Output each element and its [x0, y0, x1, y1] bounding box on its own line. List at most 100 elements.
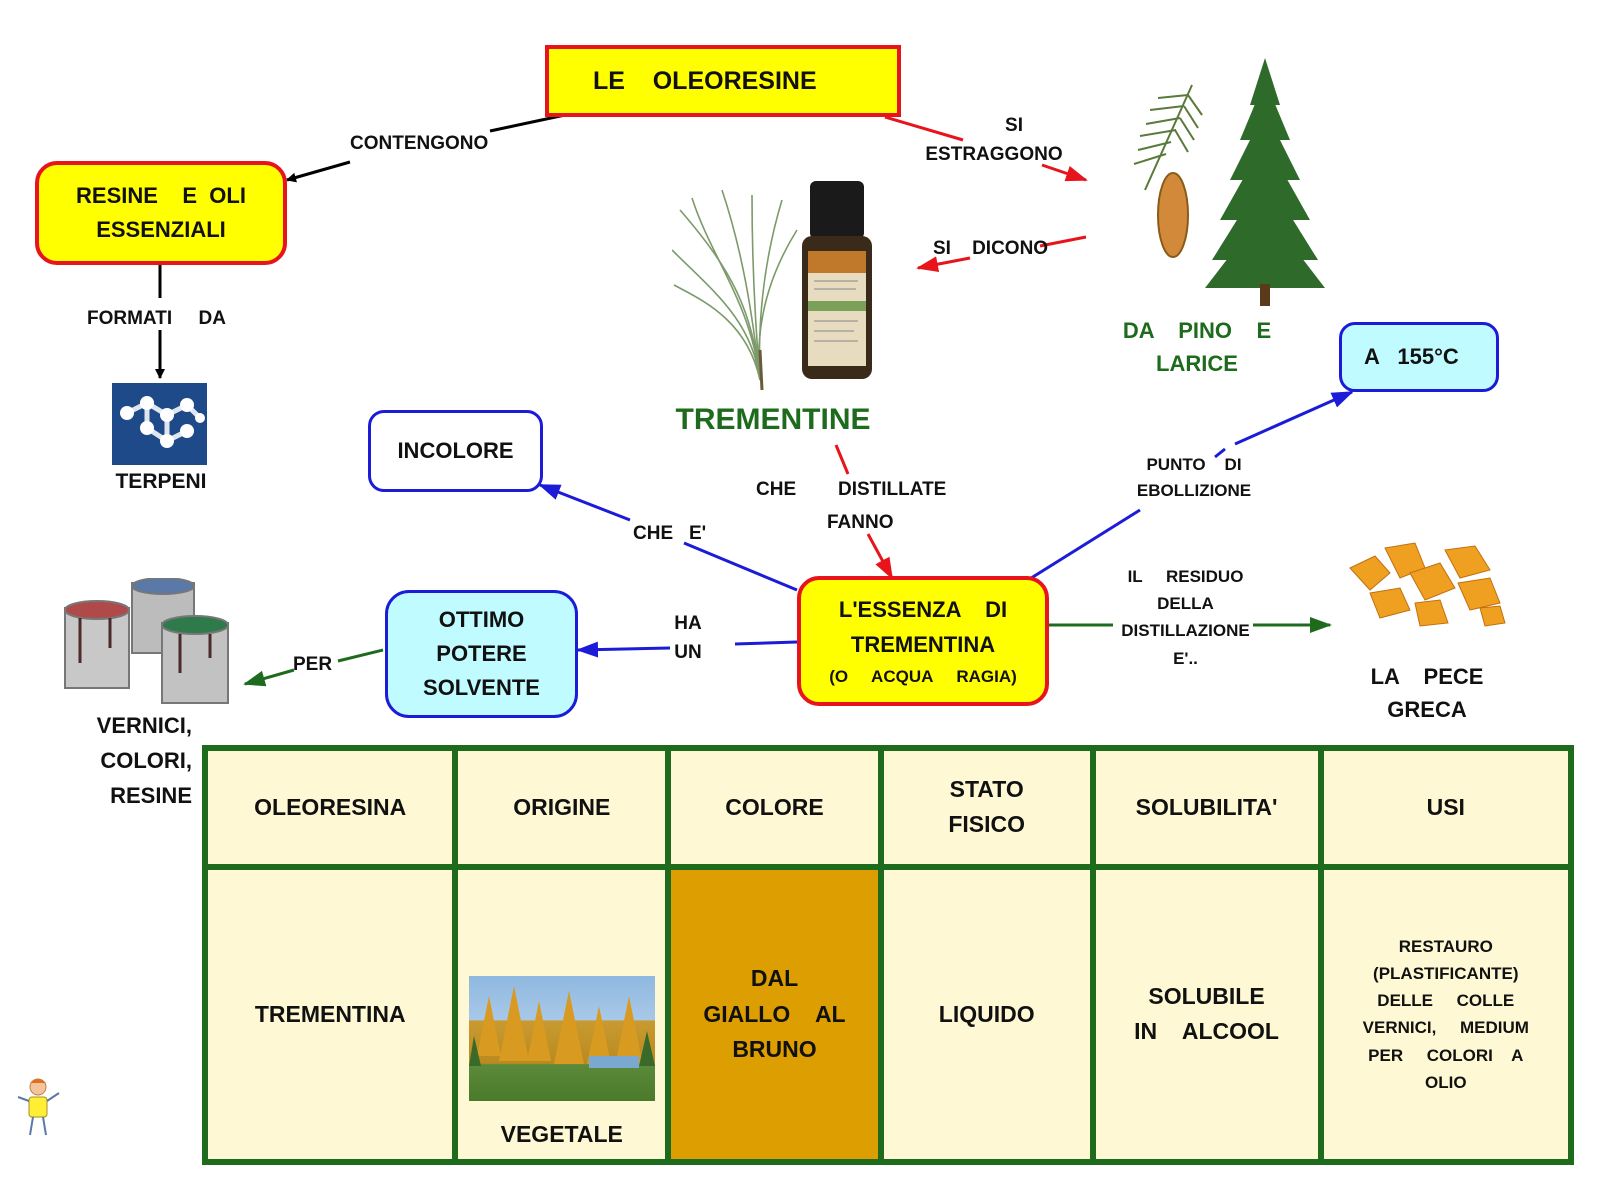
link-ha-un-arrow [576, 641, 671, 658]
cell-usi-line-3: DELLE COLLE [1377, 991, 1515, 1011]
header-colore: COLORE [671, 751, 878, 864]
link-label-fanno: FANNO [827, 512, 894, 533]
pine-tree-icon [1100, 40, 1350, 320]
link-ebollizione-line [1027, 508, 1141, 582]
terpene-molecule-icon [112, 383, 207, 465]
terpeni-label: TERPENI [115, 470, 207, 493]
link-label-contengono: CONTENGONO [350, 133, 489, 154]
cell-solubilita-line-2: IN ALCOOL [1134, 1018, 1279, 1045]
link-label-residuo-4: E'.. [1173, 648, 1198, 668]
tree-label-line-2: LARICE [1156, 351, 1238, 376]
title-box: LE OLEORESINE [545, 45, 901, 117]
larch-forest-image [468, 976, 655, 1102]
pece-line-2: GRECA [1387, 697, 1467, 722]
link-label-si-estraggono: SI ESTRAGGONO [914, 112, 1074, 169]
cell-usi-line-4: VERNICI, MEDIUM [1362, 1018, 1529, 1038]
mascot-icon [14, 1075, 64, 1143]
cell-solubilita-line-1: SOLUBILE [1148, 982, 1265, 1009]
cell-usi-line-2: (PLASTIFICANTE) [1373, 964, 1519, 984]
cell-solubilita: SOLUBILE IN ALCOOL [1095, 869, 1318, 1159]
resine-line-1: RESINE E OLI [76, 182, 246, 208]
cell-usi: RESTAURO (PLASTIFICANTE) DELLE COLLE VER… [1323, 869, 1568, 1159]
pine-needles-icon [671, 189, 802, 391]
solvente-line-2: POTERE [436, 640, 527, 666]
link-per-arrow [243, 668, 295, 687]
incolore-label: INCOLORE [397, 437, 514, 463]
link-contengono-line [489, 113, 566, 133]
header-solubilita: SOLUBILITA' [1095, 751, 1318, 864]
link-label-un: UN [674, 641, 702, 663]
link-per-line [337, 648, 384, 663]
cell-stato: LIQUIDO [883, 869, 1090, 1159]
cell-oleoresina: TREMENTINA [208, 869, 453, 1159]
link-label-punto-ebollizione: PUNTO DI EBOLLIZIONE [1128, 452, 1260, 503]
header-stato-fisico: STATO FISICO [883, 751, 1090, 864]
essenza-line-1: L'ESSENZA DI [838, 597, 1008, 623]
cell-origine-label: VEGETALE [500, 1121, 623, 1148]
vernici-line-1: VERNICI, [96, 713, 192, 738]
solvente-box: OTTIMO POTERE SOLVENTE [385, 590, 578, 718]
link-label-per: PER [293, 654, 333, 675]
resine-line-2: ESSENZIALI [96, 217, 226, 242]
essenza-line-2: TREMENTINA [850, 632, 996, 658]
cell-colore-line-3: BRUNO [732, 1036, 817, 1063]
tree-label-line-1: DA PINO E [1122, 318, 1272, 343]
cell-usi-line-6: OLIO [1424, 1072, 1467, 1092]
resine-box: RESINE E OLI ESSENZIALI [35, 161, 287, 265]
link-label-residuo-2: DELLA [1157, 594, 1214, 614]
cell-colore-line-1: DAL [750, 964, 799, 991]
vernici-line-3: RESINE [110, 783, 192, 809]
link-distillate-arrow [866, 533, 894, 580]
link-label-si-dicono: SI DICONO [933, 238, 1049, 259]
link-dicono-arrow [916, 256, 971, 273]
link-label-ebollizione: EBOLLIZIONE [1136, 480, 1252, 500]
table-header-row: OLEORESINA ORIGINE COLORE STATO FISICO S… [208, 751, 1568, 864]
boiling-point-box: A 155°C [1339, 322, 1499, 392]
cell-usi-line-1: RESTAURO [1398, 936, 1493, 956]
cell-origine: VEGETALE [458, 869, 666, 1159]
link-label-punto-di: PUNTO DI [1146, 455, 1242, 474]
solvente-line-1: OTTIMO [438, 606, 525, 632]
pece-label: LA PECE GRECA [1352, 660, 1502, 726]
link-che-e-line [683, 541, 798, 592]
link-che-e-arrow [538, 483, 631, 522]
link-estraggono-line [884, 115, 964, 142]
link-label-distillate: DISTILLATE [838, 479, 947, 500]
cell-usi-line-5: PER COLORI A [1368, 1045, 1524, 1065]
link-ebollizione-arrow [1234, 390, 1354, 446]
link-ebollizione-mid [1214, 447, 1226, 459]
link-distillate-top [834, 444, 850, 475]
link-label-residuo-3: DISTILLAZIONE [1121, 621, 1250, 641]
header-origine: ORIGINE [458, 751, 666, 864]
link-label-formati-da: FORMATI DA [87, 308, 226, 329]
link-ha-un-line [734, 640, 798, 646]
boiling-point-label: A 155°C [1364, 343, 1459, 369]
essenza-box: L'ESSENZA DI TREMENTINA (O ACQUA RAGIA) [797, 576, 1049, 706]
vernici-label: VERNICI, COLORI, RESINE [82, 708, 192, 814]
pece-line-1: LA PECE [1370, 664, 1484, 689]
pine-cone-icon [1157, 172, 1189, 258]
link-label-ha-un: HA UN [668, 610, 708, 667]
incolore-box: INCOLORE [368, 410, 543, 492]
link-contengono-arrow [286, 160, 351, 183]
table-row: TREMENTINA VEGETALE DAL GIALLO AL BRUNO [208, 869, 1568, 1159]
properties-table: OLEORESINA ORIGINE COLORE STATO FISICO S… [202, 745, 1574, 1165]
tree-label: DA PINO E LARICE [1118, 314, 1276, 380]
link-label-residuo-1: IL RESIDUO [1127, 567, 1244, 586]
header-oleoresina: OLEORESINA [208, 751, 453, 864]
link-label-che-e: CHE E' [633, 523, 707, 544]
link-label-residuo: IL RESIDUO DELLA DISTILLAZIONE E'.. [1118, 563, 1253, 672]
link-label-si: SI [1005, 115, 1023, 136]
page-title: LE OLEORESINE [593, 66, 817, 95]
link-dicono-line [1039, 235, 1087, 248]
resin-crystals-icon [1340, 538, 1510, 633]
link-label-estraggono: ESTRAGGONO [925, 143, 1063, 165]
vernici-line-2: COLORI, [100, 748, 192, 774]
essential-oil-bottle-icon [798, 181, 876, 381]
cell-colore-line-2: GIALLO AL [703, 1000, 846, 1027]
link-label-ha: HA [674, 613, 702, 634]
cell-colore: DAL GIALLO AL BRUNO [671, 869, 878, 1159]
link-label-che: CHE [756, 479, 797, 500]
link-estraggono-arrow [1041, 163, 1088, 182]
